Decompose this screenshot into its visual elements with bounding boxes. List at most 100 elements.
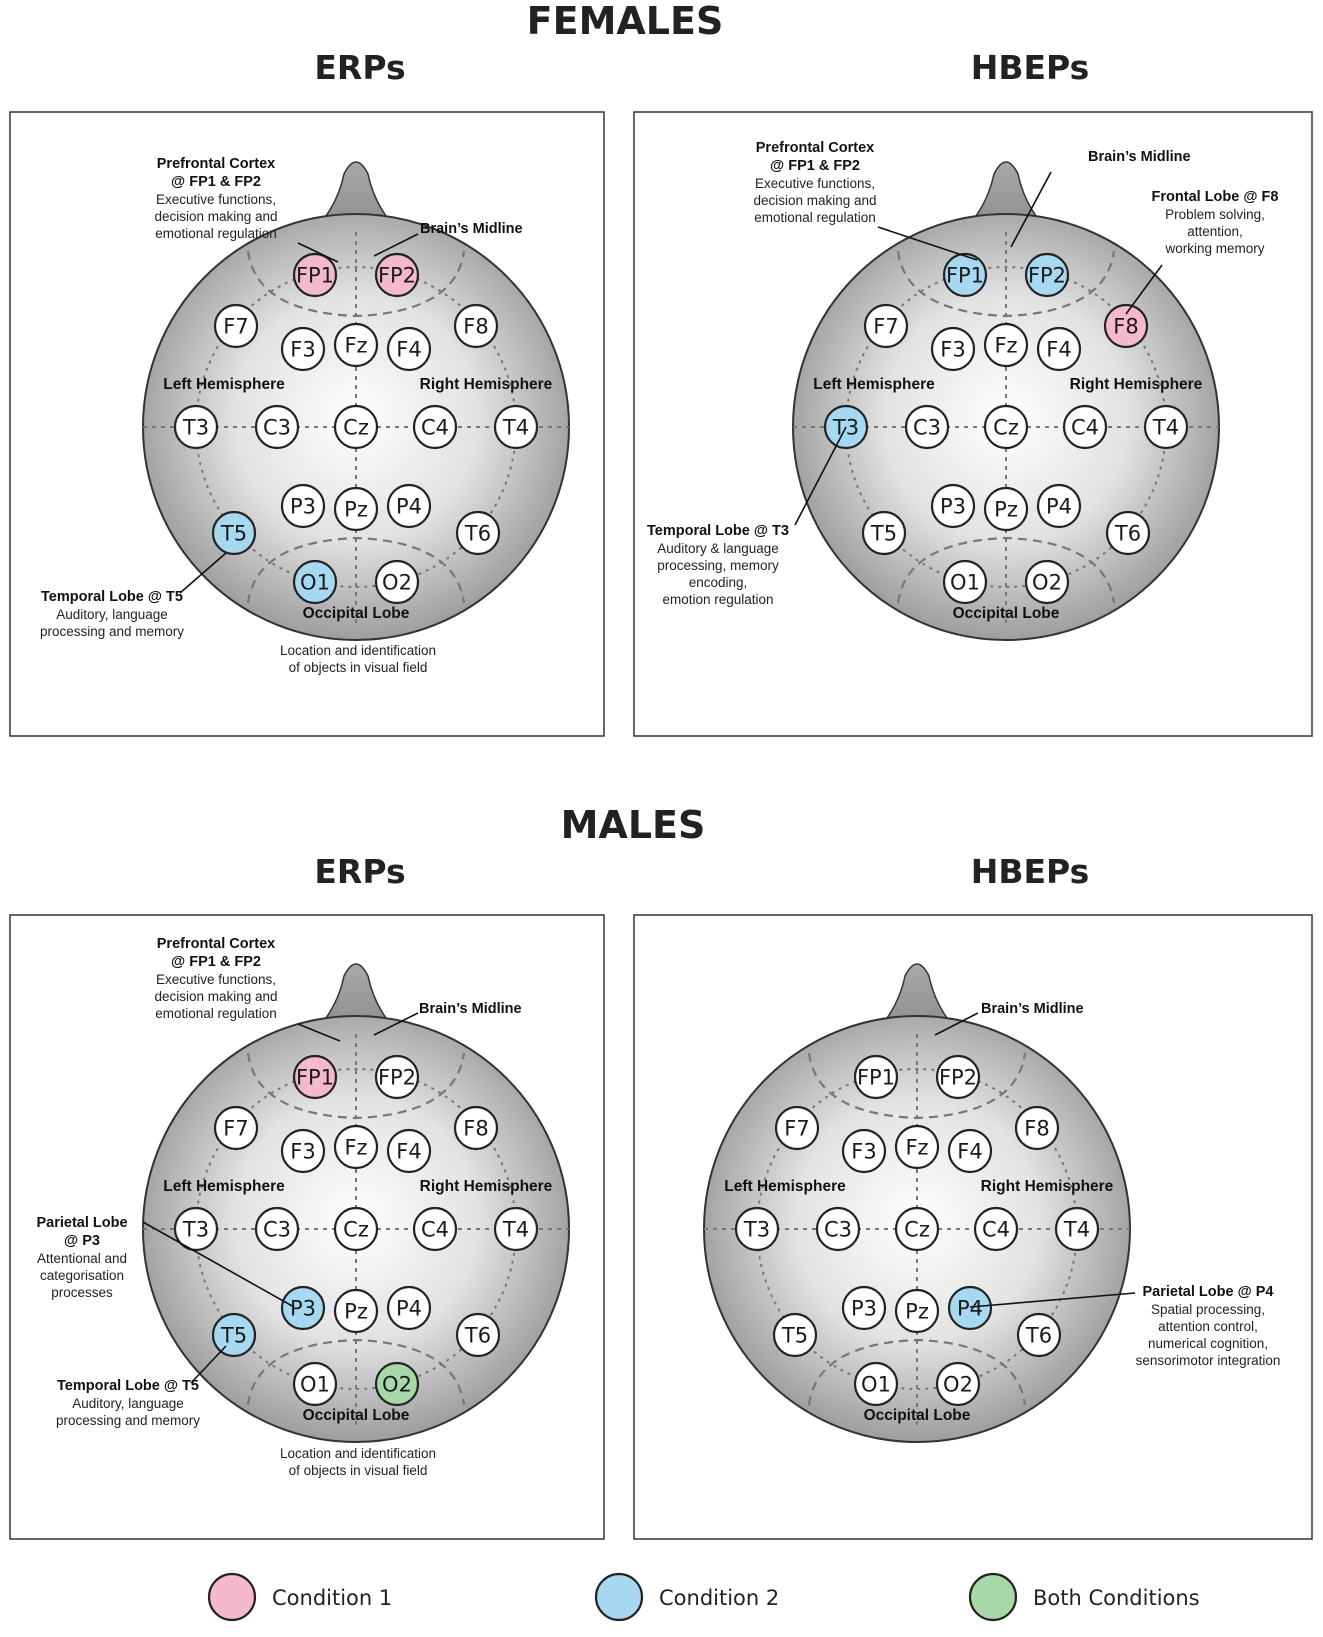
electrode-label: T6	[1025, 1324, 1052, 1348]
annotation-text: processing, memory	[657, 558, 779, 573]
electrode-label: P4	[396, 495, 422, 519]
electrode-o1: O1	[292, 1361, 338, 1407]
electrode-f8: F8	[1014, 1105, 1060, 1151]
leader-line	[969, 1292, 1136, 1308]
electrode-label: C4	[421, 416, 449, 440]
annotation-text: working memory	[1164, 241, 1264, 256]
electrode-t4: T4	[1143, 404, 1189, 450]
electrode-t6: T6	[1016, 1312, 1062, 1358]
electrode-p3: P3	[841, 1285, 887, 1331]
electrode-label: F7	[223, 1117, 248, 1141]
electrode-c4: C4	[412, 1206, 458, 1252]
electrode-f4: F4	[947, 1128, 993, 1174]
prefrontal-arc	[807, 1052, 1027, 1120]
electrode-f7: F7	[863, 303, 909, 349]
electrode-p4: P4	[1036, 483, 1082, 529]
annotation-text: Executive functions,	[755, 176, 875, 191]
annotation-text: numerical cognition,	[1148, 1336, 1268, 1351]
electrode-label: Pz	[905, 1300, 929, 1324]
electrode-t3: T3	[734, 1206, 780, 1252]
electrode-c3: C3	[904, 404, 950, 450]
electrode-label: T3	[743, 1218, 770, 1242]
electrode-f4: F4	[1036, 326, 1082, 372]
electrode-f3: F3	[280, 326, 326, 372]
electrode-label: Fz	[905, 1136, 928, 1160]
leader-line	[1125, 264, 1163, 315]
annotation-title: Brain’s Midline	[420, 221, 523, 237]
electrode-t6: T6	[455, 510, 501, 556]
electrode-f3: F3	[930, 326, 976, 372]
electrode-label: O2	[943, 1373, 973, 1397]
electrode-label: C3	[263, 416, 291, 440]
annotation-text: of objects in visual field	[289, 1463, 428, 1478]
occipital-lobe-label: Occipital Lobe	[864, 1407, 971, 1424]
annotation-title: Prefrontal Cortex	[756, 140, 874, 156]
electrode-label: Pz	[344, 498, 368, 522]
section-title: MALES	[561, 803, 706, 847]
electrode-f8: F8	[1103, 303, 1149, 349]
electrode-label: FP1	[296, 1066, 334, 1090]
electrode-p3: P3	[280, 1285, 326, 1331]
electrode-fp1: FP1	[292, 252, 338, 298]
occipital-lobe-label: Occipital Lobe	[303, 1407, 410, 1424]
right-hemisphere-label: Right Hemisphere	[420, 1178, 553, 1195]
leader-line	[794, 426, 847, 526]
annotations: Prefrontal Cortex @ FP1 & FP2 Executive fu…	[36, 140, 1280, 1478]
electrode-p4: P4	[386, 1285, 432, 1331]
electrode-label: Cz	[343, 416, 369, 440]
occipital-arc	[807, 1338, 1027, 1406]
leader-line	[1010, 171, 1052, 248]
legend-label: Both Conditions	[1033, 1586, 1200, 1610]
annotation-title: @ FP1 & FP2	[171, 954, 261, 970]
electrode-label: Pz	[344, 1300, 368, 1324]
occipital-arc	[246, 536, 466, 604]
electrode-label: T4	[502, 1218, 529, 1242]
left-hemisphere-label: Left Hemisphere	[724, 1178, 846, 1195]
electrode-fp2: FP2	[374, 1054, 420, 1100]
annotation-text: emotional regulation	[155, 1006, 277, 1021]
electrode-label: F7	[784, 1117, 809, 1141]
electrode-label: P4	[957, 1297, 983, 1321]
annotation-title: Temporal Lobe @ T5	[41, 589, 183, 605]
leader-line	[297, 1023, 341, 1042]
electrode-label: F3	[290, 338, 315, 362]
electrode-label: Fz	[994, 334, 1017, 358]
legend-label: Condition 1	[272, 1586, 392, 1610]
annotation-text: Location and identification	[280, 643, 436, 658]
legend-label: Condition 2	[659, 1586, 779, 1610]
annotation-title: @ FP1 & FP2	[171, 174, 261, 190]
electrode-cz: Cz	[894, 1206, 940, 1252]
electrode-label: FP1	[946, 264, 984, 288]
electrode-p4: P4	[386, 483, 432, 529]
electrode-label: P3	[290, 495, 316, 519]
annotation-title: Brain’s Midline	[419, 1001, 522, 1017]
electrode-label: Cz	[904, 1218, 930, 1242]
electrode-label: T5	[870, 522, 897, 546]
annotation-midline: Brain’s Midline	[373, 221, 523, 257]
electrode-label: FP2	[939, 1066, 977, 1090]
electrode-label: P4	[396, 1297, 422, 1321]
electrode-t5: T5	[211, 1312, 257, 1358]
electrode-pz: Pz	[333, 1288, 379, 1334]
panel-title: ERPs	[314, 852, 405, 891]
annotation-text: processing and memory	[40, 624, 184, 639]
electrode-pz: Pz	[983, 486, 1029, 532]
electrode-label: F8	[463, 315, 488, 339]
electrode-t6: T6	[1105, 510, 1151, 556]
electrode-t5: T5	[211, 510, 257, 556]
prefrontal-arc	[896, 250, 1116, 318]
electrode-t3: T3	[173, 404, 219, 450]
electrode-fz: Fz	[894, 1124, 940, 1170]
electrode-label: O1	[861, 1373, 891, 1397]
leader-line	[877, 226, 978, 261]
panel-title: ERPs	[314, 48, 405, 87]
electrode-cz: Cz	[333, 404, 379, 450]
leader-line	[373, 1012, 419, 1036]
annotation-title: Parietal Lobe @ P4	[1143, 1284, 1274, 1300]
